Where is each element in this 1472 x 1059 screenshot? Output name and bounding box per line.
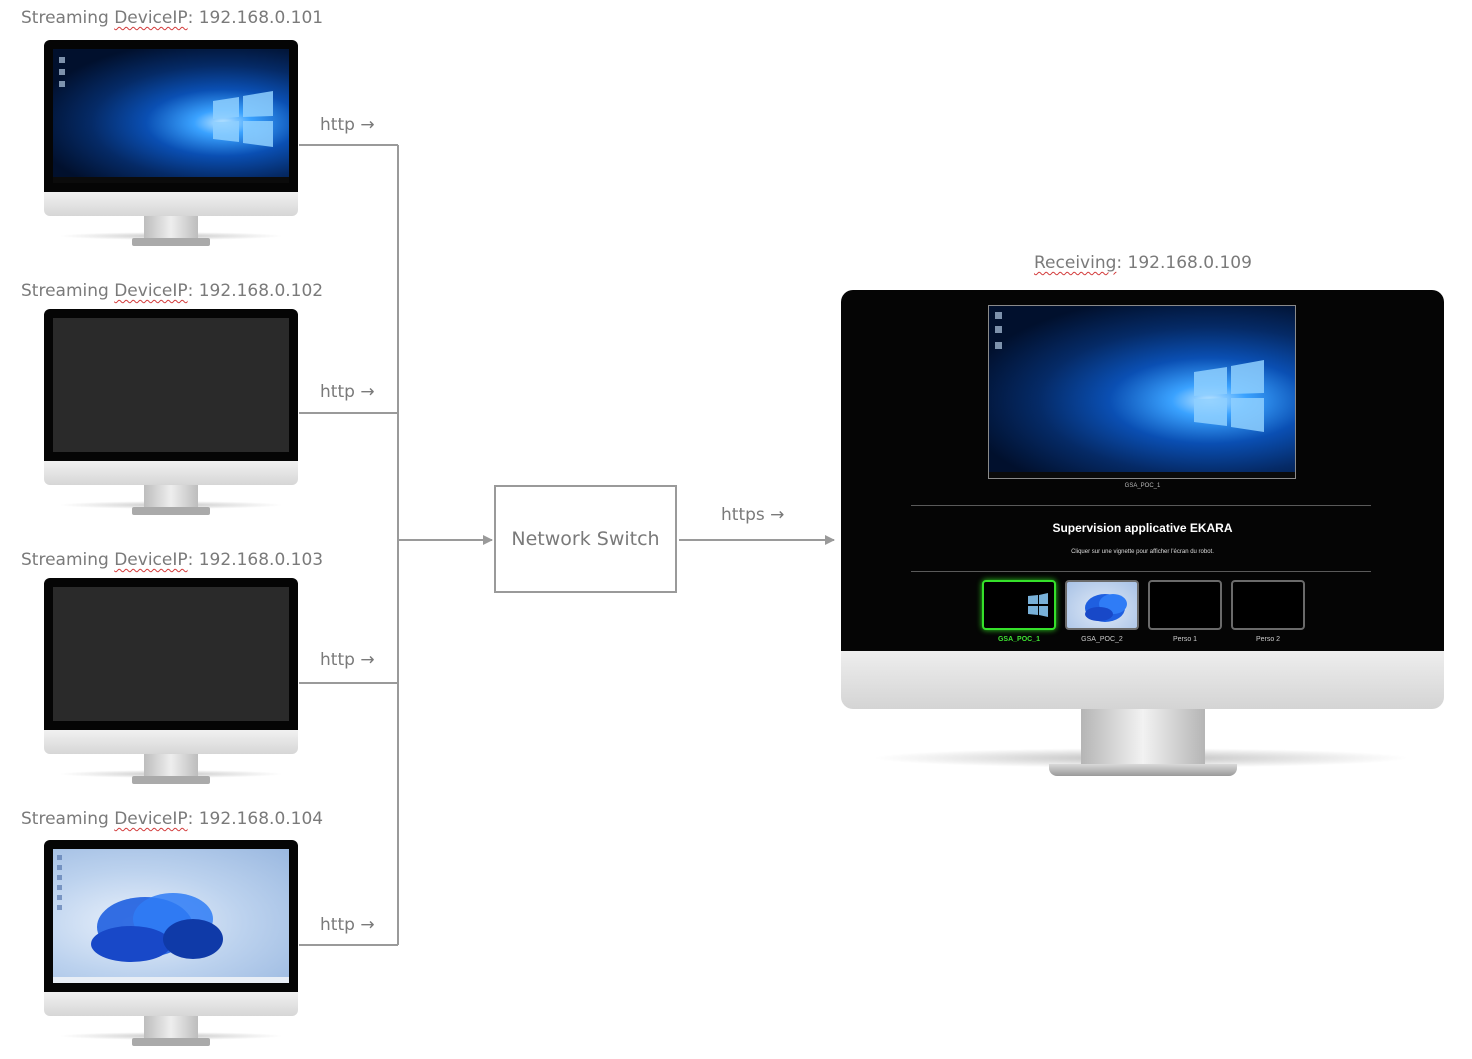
blank-screen: [53, 318, 289, 452]
thumbnail-gsa-poc-2[interactable]: [1065, 580, 1139, 630]
device-1-link-label: http →: [320, 115, 375, 135]
receiver-caption: Receiving: 192.168.0.109: [1034, 253, 1252, 273]
thumbnail-label: Perso 1: [1172, 636, 1198, 643]
device-4-link-label: http →: [320, 915, 375, 935]
windows-logo-icon: [995, 312, 1264, 432]
thumbnail-label: GSA_POC_1: [997, 636, 1041, 643]
network-switch-label: Network Switch: [511, 528, 660, 550]
device-2-caption: Streaming DeviceIP: 192.168.0.102: [21, 281, 324, 301]
divider-bottom: [911, 571, 1371, 572]
device-2-link-label: http →: [320, 382, 375, 402]
arrow-right-icon: →: [770, 505, 785, 525]
thumbnail-gsa-poc-1[interactable]: [982, 580, 1056, 630]
windows-11-bloom-icon: [1085, 594, 1127, 622]
windows-logo-icon: [59, 57, 273, 147]
thumbnail-label: GSA_POC_2: [1081, 636, 1123, 643]
arrow-right-icon: →: [360, 382, 375, 402]
app-subtitle: Cliquer sur une vignette pour afficher l…: [1071, 549, 1214, 555]
device-1-caption: Streaming DeviceIP: 192.168.0.101: [21, 8, 324, 28]
device-1-monitor: [44, 40, 298, 250]
windows-11-bloom-icon: [57, 855, 223, 962]
main-preview: [988, 305, 1296, 479]
receiver-screen: GSA_POC_1 Supervision applicative EKARA …: [841, 290, 1444, 652]
device-3-caption: Streaming DeviceIP: 192.168.0.103: [21, 550, 324, 570]
blank-screen: [53, 587, 289, 721]
app-title: Supervision applicative EKARA: [1052, 521, 1233, 535]
arrow-right-icon: →: [360, 115, 375, 135]
thumbnail-perso-1[interactable]: [1148, 580, 1222, 630]
windows-10-desktop: [53, 49, 289, 183]
preview-caption: GSA_POC_1: [1124, 483, 1161, 489]
arrow-right-icon: →: [360, 650, 375, 670]
thumbnail-label: Perso 2: [1255, 636, 1281, 643]
device-4-monitor: [44, 840, 298, 1050]
network-switch-box: Network Switch: [494, 485, 677, 593]
uplink-label: https →: [721, 505, 785, 525]
windows-logo-icon: [1028, 593, 1048, 617]
device-4-caption: Streaming DeviceIP: 192.168.0.104: [21, 809, 324, 829]
receiver-monitor: GSA_POC_1 Supervision applicative EKARA …: [841, 290, 1444, 795]
windows-11-desktop: [53, 849, 289, 983]
thumbnail-perso-2[interactable]: [1231, 580, 1305, 630]
device-3-monitor: [44, 578, 298, 788]
device-3-link-label: http →: [320, 650, 375, 670]
divider-top: [911, 505, 1371, 506]
device-2-monitor: [44, 309, 298, 519]
arrow-right-icon: →: [360, 915, 375, 935]
